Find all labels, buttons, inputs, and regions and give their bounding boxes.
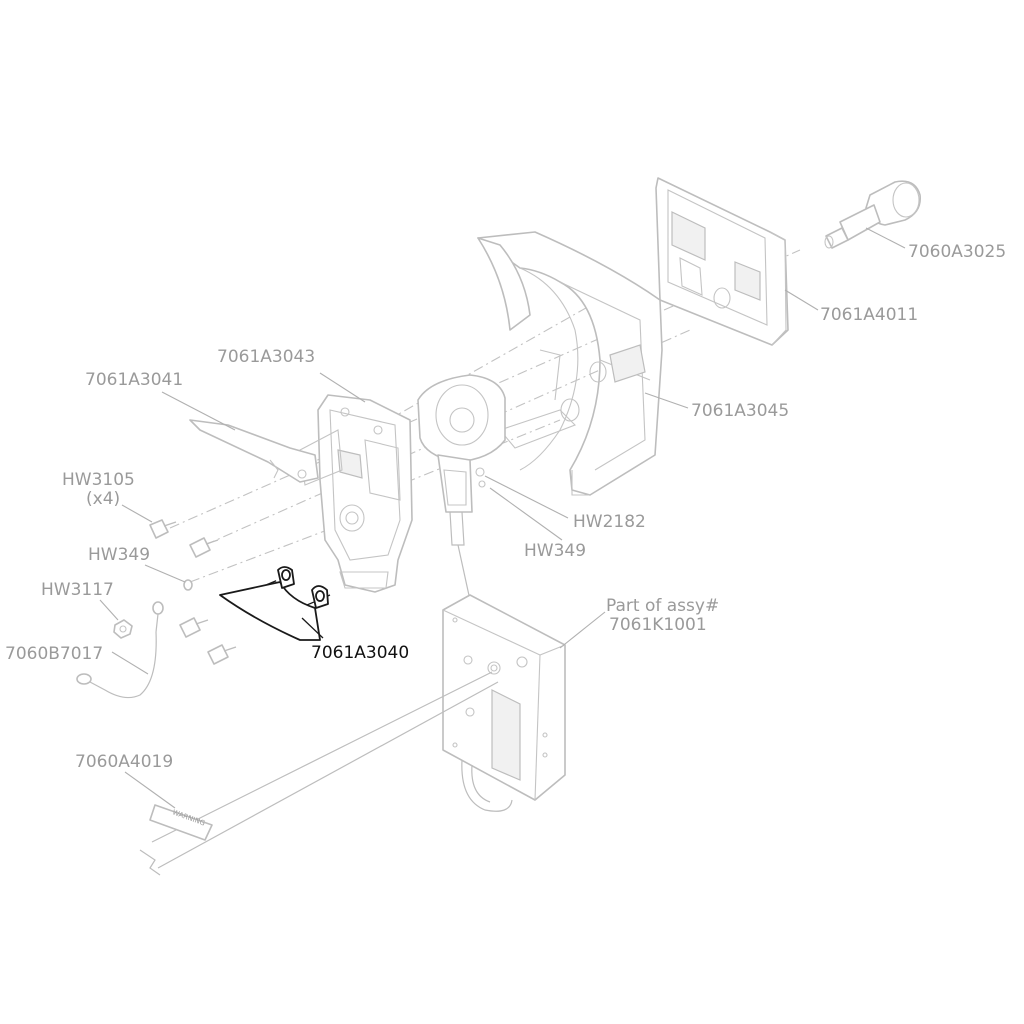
label-7061A3040[interactable]: 7061A3040 (311, 643, 409, 663)
screw-2 (189, 537, 219, 558)
screw-4 (207, 644, 237, 665)
label-hw3105[interactable]: HW3105 (62, 470, 135, 490)
label-7061A4011[interactable]: 7061A4011 (820, 305, 918, 325)
part-7061A3041[interactable] (189, 419, 319, 483)
part-7061A3045[interactable] (477, 231, 663, 496)
label-hw3105-qty: (x4) (86, 489, 120, 509)
part-7061A4011[interactable] (655, 177, 789, 346)
label-7061A3045[interactable]: 7061A3045 (691, 401, 789, 421)
label-7060B7017[interactable]: 7060B7017 (5, 644, 103, 664)
label-7060A3025[interactable]: 7060A3025 (908, 242, 1006, 262)
label-hw349-left[interactable]: HW349 (88, 545, 150, 565)
actuator-block[interactable] (417, 374, 506, 601)
label-7061A3041[interactable]: 7061A3041 (85, 370, 183, 390)
label-assy-line2[interactable]: 7061K1001 (609, 615, 707, 635)
part-7061A3040[interactable] (219, 566, 331, 641)
part-7060A4019[interactable]: WARNING (139, 671, 499, 876)
part-7060B7017[interactable] (76, 601, 164, 699)
label-7060A4019[interactable]: 7060A4019 (75, 752, 173, 772)
label-assy-line1: Part of assy# (606, 596, 719, 616)
part-7060A3025[interactable] (824, 180, 922, 249)
label-hw349-right[interactable]: HW349 (524, 541, 586, 561)
labels: 7060A3025 7061A4011 7061A3045 7061A3043 … (5, 242, 1006, 772)
hw3105-screws[interactable] (149, 519, 237, 665)
screw-3 (179, 617, 209, 638)
screw-1 (149, 519, 177, 539)
leader-lines (99, 227, 906, 809)
label-7061A3043[interactable]: 7061A3043 (217, 347, 315, 367)
hw3117-nut[interactable] (113, 619, 133, 639)
label-hw2182[interactable]: HW2182 (573, 512, 646, 532)
part-7061A3043[interactable] (299, 394, 413, 593)
control-box-assy[interactable] (442, 594, 566, 812)
label-hw3117[interactable]: HW3117 (41, 580, 114, 600)
hw349-left-washer[interactable] (183, 579, 193, 591)
